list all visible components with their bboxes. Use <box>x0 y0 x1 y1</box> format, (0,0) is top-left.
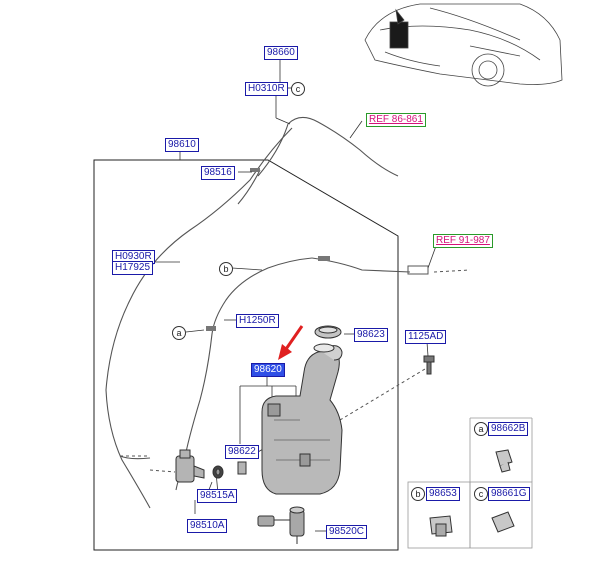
part-label-98520c[interactable]: 98520C <box>326 525 368 539</box>
part-label-98622[interactable]: 98622 <box>225 445 259 459</box>
part-label-98653[interactable]: 98653 <box>426 487 460 501</box>
part-label-98515a[interactable]: 98515A <box>197 489 238 503</box>
part-label-h0310r[interactable]: H0310R <box>245 82 288 96</box>
part-label-98662b[interactable]: 98662B <box>488 422 529 436</box>
part-label-98623[interactable]: 98623 <box>354 328 388 342</box>
table-callout-c: c <box>474 487 488 501</box>
hose-clips <box>206 168 429 331</box>
part-label-98510a[interactable]: 98510A <box>187 519 228 533</box>
part-label-98516[interactable]: 98516 <box>201 166 235 180</box>
vehicle-thumbnail <box>364 3 563 87</box>
highlight-arrow <box>278 325 304 360</box>
clip-c <box>491 511 515 533</box>
subparts-table <box>407 417 533 549</box>
ref-link-91-987[interactable]: REF 91-987 <box>433 234 493 248</box>
table-callout-b: b <box>411 487 425 501</box>
part-label-1125ad[interactable]: 1125AD <box>405 330 447 344</box>
clip-b <box>429 515 453 537</box>
part-label-98610[interactable]: 98610 <box>165 138 199 152</box>
callout-c: c <box>291 82 305 96</box>
washer-motor <box>257 506 305 544</box>
frame-outline <box>93 159 399 551</box>
part-label-98661g[interactable]: 98661G <box>488 487 530 501</box>
part-label-98660[interactable]: 98660 <box>264 46 298 60</box>
ref-link-86-861[interactable]: REF 86-861 <box>366 113 426 127</box>
table-callout-a: a <box>474 422 488 436</box>
part-label-h17925[interactable]: H17925 <box>112 261 154 275</box>
washer-hoses <box>105 116 411 509</box>
washer-pump <box>175 449 205 483</box>
callout-a: a <box>172 326 186 340</box>
reservoir-cap <box>314 325 342 339</box>
dashed-links <box>120 269 471 473</box>
callout-b: b <box>219 262 233 276</box>
level-sensor <box>237 461 247 475</box>
mounting-bolt <box>423 355 435 375</box>
pump-grommet <box>212 465 224 479</box>
clip-a <box>495 449 513 473</box>
part-label-98620[interactable]: 98620 <box>251 363 285 377</box>
washer-reservoir <box>261 343 343 495</box>
part-label-h1250r[interactable]: H1250R <box>236 314 279 328</box>
